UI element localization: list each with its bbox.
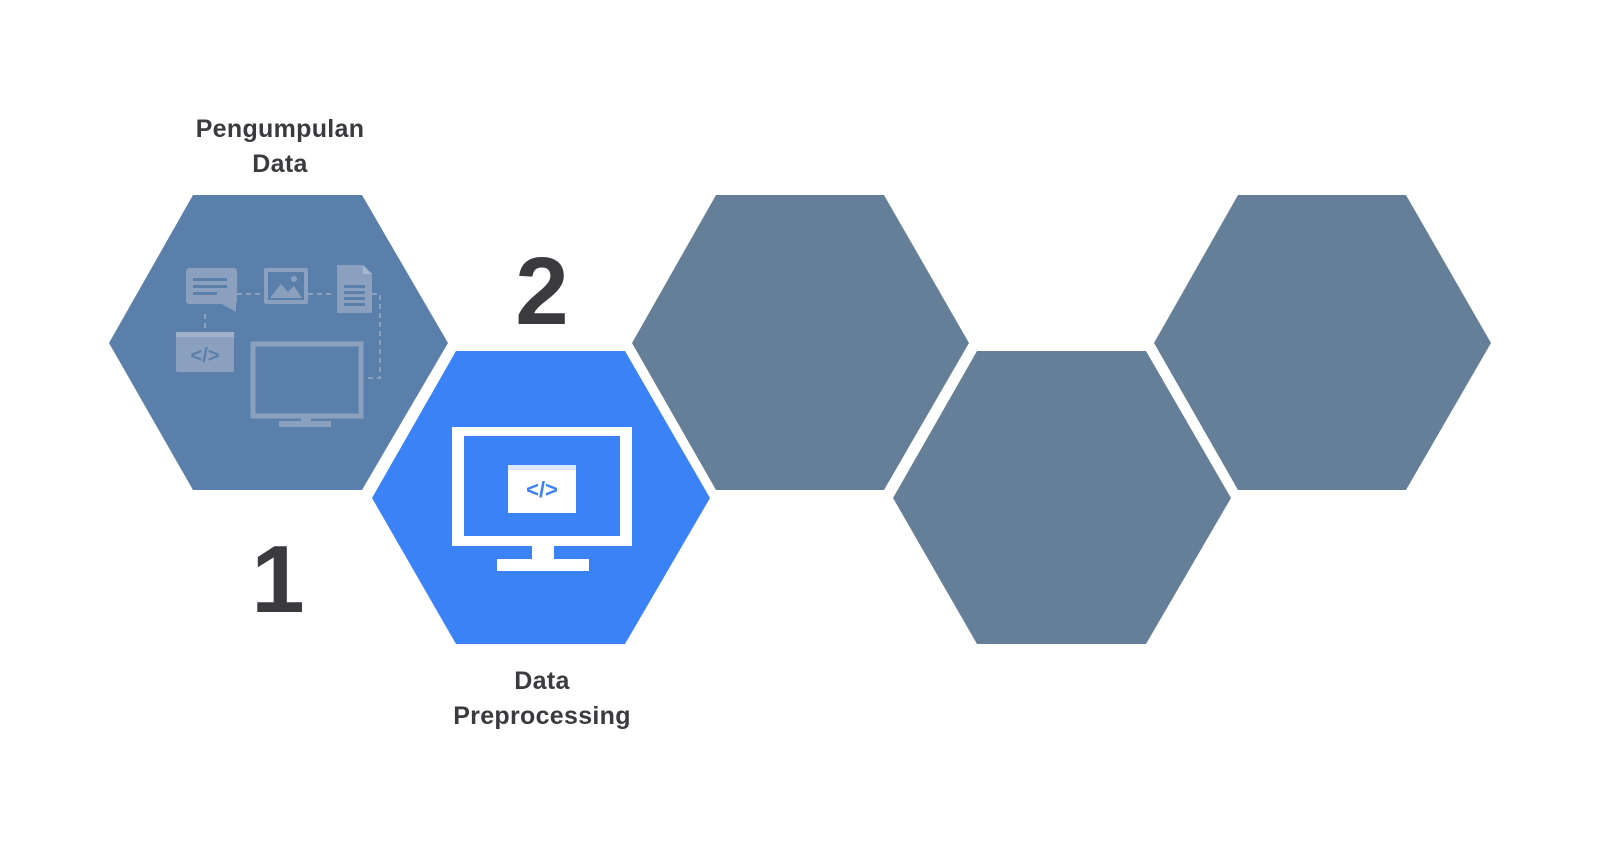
step-1-label-line1: Pengumpulan [195, 115, 365, 143]
code-window-icon: </> [176, 332, 234, 372]
step-1-label: Pengumpulan Data [170, 112, 390, 182]
step-1-number: 1 [251, 526, 305, 633]
hexagon-step-3 [632, 195, 969, 490]
step-1-label-line2: Data [252, 150, 308, 178]
hexagon-step-5 [1154, 195, 1491, 490]
step-2-label-line2: Preprocessing [453, 702, 631, 730]
image-icon [264, 268, 308, 304]
connector-lines [204, 293, 381, 379]
monitor-code-icon: </> [452, 427, 632, 571]
monitor-icon [250, 341, 364, 427]
step-2-number: 2 [515, 238, 569, 345]
svg-text:</>: </> [526, 477, 558, 502]
step1-icons: </> [176, 265, 381, 427]
svg-text:</>: </> [191, 345, 220, 367]
step-2-label: Data Preprocessing [430, 664, 654, 734]
chat-bubble-icon [186, 268, 237, 312]
step-2-label-line1: Data [514, 667, 570, 695]
document-icon [337, 265, 372, 313]
hexagon-step-4 [893, 351, 1231, 644]
